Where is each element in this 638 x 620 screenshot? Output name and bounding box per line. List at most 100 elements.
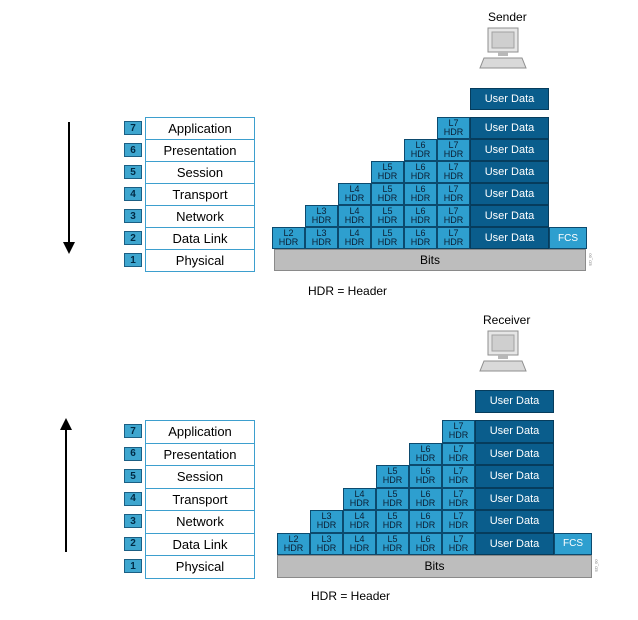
- header-word-label: HDR: [415, 475, 436, 486]
- sender-layer-number: 2: [124, 231, 142, 245]
- header-word-label: HDR: [410, 215, 431, 225]
- sender-layer-physical: Physical: [145, 249, 255, 272]
- down-arrow-icon: [63, 122, 75, 254]
- sender-layer-session: Session: [145, 161, 255, 184]
- header-word-label: HDR: [377, 237, 398, 247]
- header-level-label: L6: [415, 184, 426, 194]
- header-word-label: HDR: [448, 497, 469, 508]
- receiver-user-data: User Data: [475, 420, 554, 443]
- header-word-label: HDR: [443, 237, 464, 247]
- receiver-layer-physical: Physical: [145, 555, 255, 579]
- header-level-label: L7: [453, 443, 464, 454]
- header-word-label: HDR: [382, 475, 403, 486]
- receiver-layer-number: 2: [124, 536, 142, 551]
- header-level-label: L6: [415, 140, 426, 150]
- receiver-user-data: User Data: [475, 532, 554, 555]
- header-word-label: HDR: [410, 171, 431, 181]
- header-word-label: HDR: [410, 237, 431, 247]
- header-level-label: L2: [288, 533, 299, 544]
- sender-user-data: User Data: [470, 88, 549, 110]
- header-level-label: L2: [283, 228, 294, 238]
- receiver-layer-number: 7: [124, 424, 142, 438]
- header-level-label: L4: [349, 184, 360, 194]
- receiver-label: Receiver: [483, 313, 531, 327]
- header-level-label: L6: [415, 206, 426, 216]
- sender-user-data: User Data: [470, 117, 549, 139]
- header-word-label: HDR: [415, 452, 436, 463]
- receiver-layer-session: Session: [145, 465, 255, 489]
- header-word-label: HDR: [448, 452, 469, 463]
- header-level-label: L4: [354, 488, 365, 499]
- receiver-user-data: User Data: [475, 390, 554, 413]
- header-word-label: HDR: [377, 193, 398, 203]
- receiver-layer-number: 6: [124, 446, 142, 461]
- header-word-label: HDR: [443, 127, 464, 137]
- header-word-label: HDR: [448, 542, 469, 553]
- header-word-label: HDR: [377, 215, 398, 225]
- header-word-label: HDR: [316, 542, 337, 553]
- header-level-label: L7: [453, 533, 464, 544]
- header-word-label: HDR: [410, 149, 431, 159]
- header-word-label: HDR: [344, 237, 365, 247]
- header-level-label: L6: [420, 511, 431, 522]
- receiver-layer-number: 3: [124, 514, 142, 528]
- header-word-label: HDR: [283, 542, 304, 553]
- header-level-label: L7: [448, 206, 459, 216]
- receiver-layer-number: 1: [124, 559, 142, 573]
- receiver-user-data: User Data: [475, 510, 554, 533]
- header-level-label: L7: [453, 466, 464, 477]
- header-level-label: L5: [387, 488, 398, 499]
- sender-user-data: User Data: [470, 183, 549, 205]
- header-level-label: L6: [415, 228, 426, 238]
- header-level-label: L6: [420, 466, 431, 477]
- header-level-label: L6: [415, 162, 426, 172]
- header-level-label: L7: [448, 140, 459, 150]
- header-level-label: L5: [382, 206, 393, 216]
- header-level-label: L4: [349, 206, 360, 216]
- header-word-label: HDR: [344, 193, 365, 203]
- receiver-layer-number: 5: [124, 469, 142, 483]
- receiver-layer-number: 4: [124, 491, 142, 506]
- receiver-layer-data-link: Data Link: [145, 532, 255, 556]
- sender-layer-network: Network: [145, 205, 255, 228]
- sender-layer-number: 7: [124, 121, 142, 135]
- sender-layer-number: 6: [124, 143, 142, 157]
- receiver-layer-transport: Transport: [145, 487, 255, 511]
- header-level-label: L5: [387, 466, 398, 477]
- header-level-label: L5: [387, 511, 398, 522]
- sender-user-data: User Data: [470, 205, 549, 227]
- sender-layer-application: Application: [145, 117, 255, 140]
- header-word-label: HDR: [278, 237, 299, 247]
- header-level-label: L4: [354, 533, 365, 544]
- header-word-label: HDR: [377, 171, 398, 181]
- receiver-footnote: ED_00: [593, 559, 599, 572]
- header-word-label: HDR: [415, 520, 436, 531]
- sender-layer-number: 5: [124, 165, 142, 179]
